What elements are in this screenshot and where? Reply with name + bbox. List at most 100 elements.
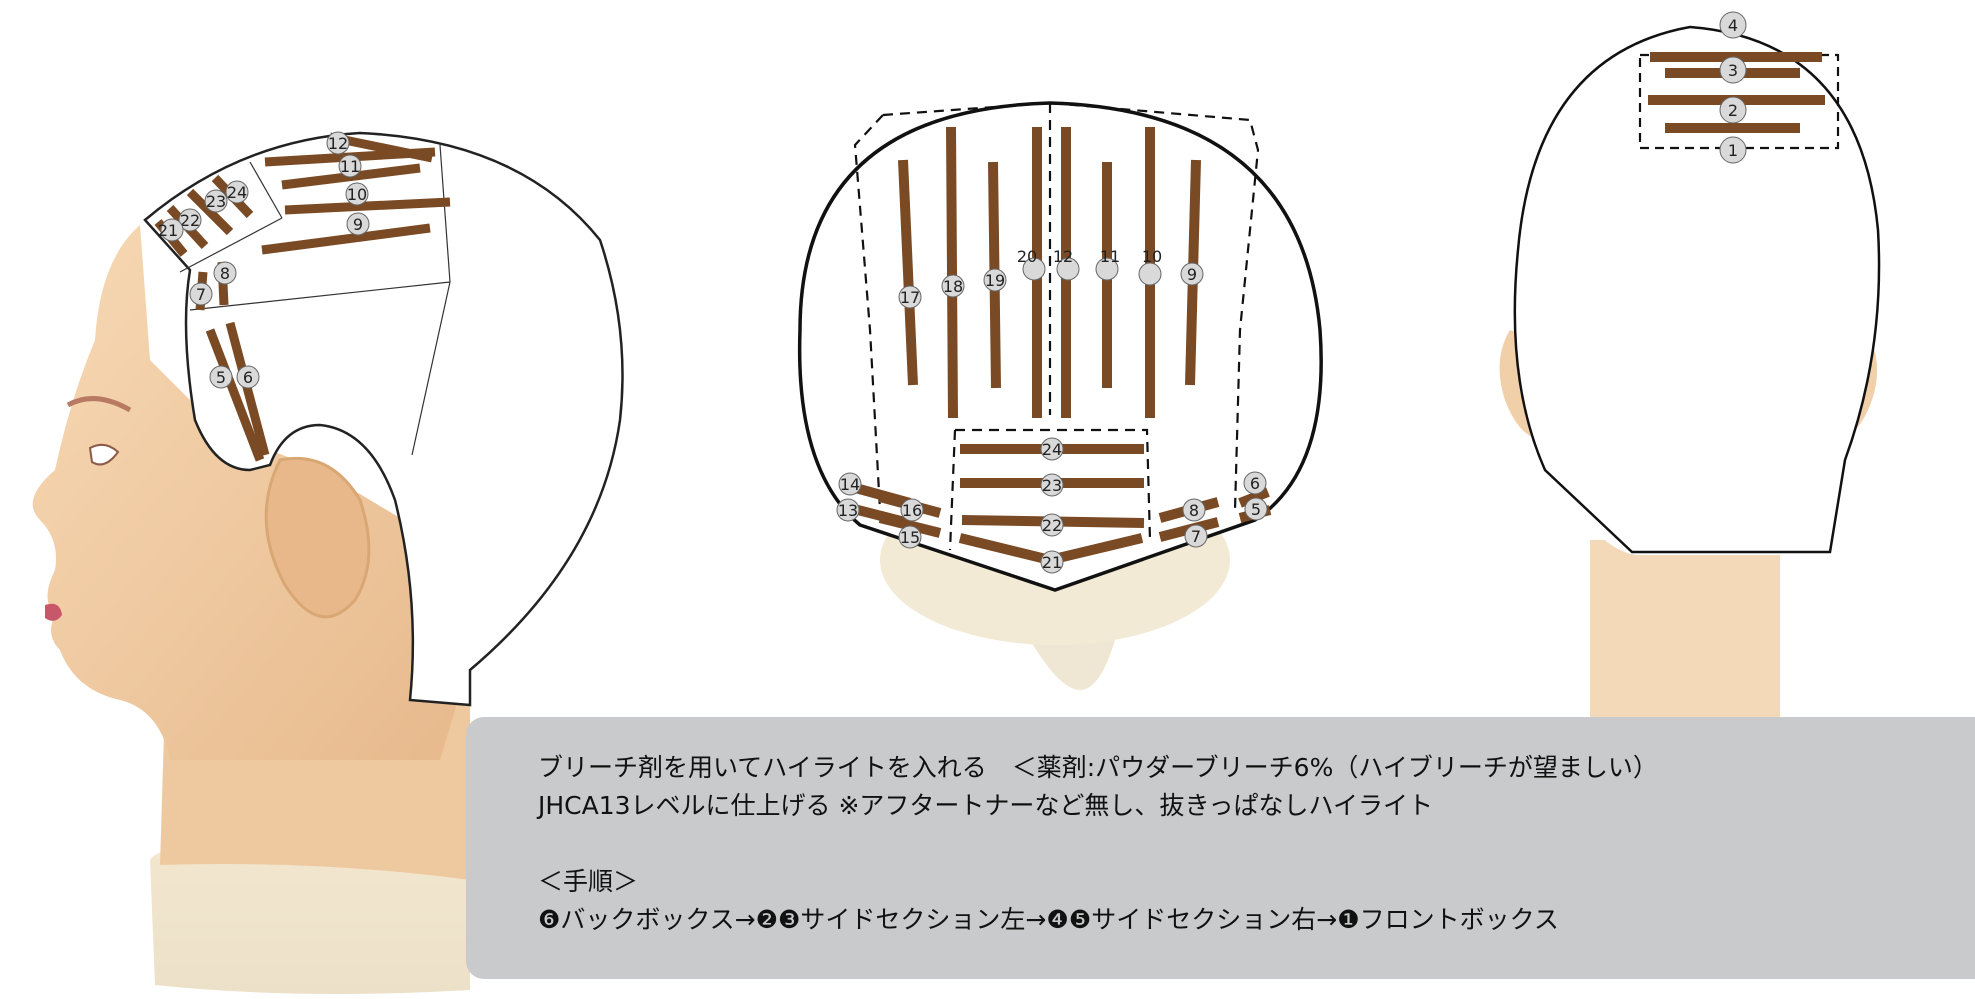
top-marker-5: 5 — [1244, 497, 1268, 521]
top-marker-label: 6 — [1250, 474, 1260, 493]
top-marker-label: 22 — [1042, 516, 1062, 535]
top-marker-label: 23 — [1042, 476, 1062, 495]
top-view-head — [797, 101, 1323, 690]
back-marker-label: 2 — [1728, 101, 1738, 120]
top-marker-16: 16 — [900, 498, 924, 522]
side-stripe-23 — [186, 188, 234, 236]
instructions-line-2: JHCA13レベルに仕上げる ※アフタートナーなど無し、抜きっぱなしハイライト — [538, 791, 1433, 820]
back-cap-outline — [1513, 25, 1881, 554]
back-marker-1: 1 — [1719, 136, 1747, 164]
side-marker-label: 12 — [328, 134, 348, 153]
back-marker-2: 2 — [1719, 96, 1747, 124]
back-marker-3: 3 — [1719, 56, 1747, 84]
top-marker-22: 22 — [1040, 513, 1064, 537]
top-marker-15: 15 — [898, 525, 922, 549]
side-ear — [264, 456, 371, 619]
side-marker-7: 7 — [189, 282, 213, 306]
top-marker-23: 23 — [1040, 473, 1064, 497]
side-marker-label: 11 — [340, 157, 360, 176]
top-stripe-21b — [1048, 533, 1144, 565]
instructions-spacer — [538, 825, 1658, 863]
side-marker-8: 8 — [213, 261, 237, 285]
top-marker-label: 15 — [900, 528, 920, 547]
side-eye — [88, 443, 120, 466]
side-marker-24: 24 — [225, 180, 249, 204]
top-marker-label: 14 — [840, 475, 860, 494]
top-marker-10: 10 — [1138, 247, 1162, 286]
side-cap — [143, 131, 624, 707]
side-marker-label: 10 — [347, 185, 367, 204]
top-markers: 17 18 19 20 12 11 10 9 24 23 22 21 14 13… — [836, 247, 1268, 574]
side-section-line — [411, 281, 451, 456]
top-marker-20: 20 — [1017, 247, 1046, 281]
side-marker-label: 6 — [243, 368, 253, 387]
side-marker-21: 21 — [158, 218, 184, 242]
side-lips — [45, 603, 62, 621]
top-marker-18: 18 — [941, 274, 965, 298]
side-section-line — [439, 144, 451, 283]
top-marker-label: 10 — [1142, 247, 1162, 266]
side-marker-10: 10 — [345, 182, 369, 206]
top-marker-label: 12 — [1053, 247, 1073, 266]
top-marker-label: 7 — [1191, 527, 1201, 546]
top-marker-13: 13 — [836, 498, 860, 522]
instructions-text: ブリーチ剤を用いてハイライトを入れる ＜薬剤:パウダーブリーチ6%（ハイブリーチ… — [538, 749, 1658, 939]
top-stripe-21a — [958, 533, 1052, 565]
top-front-box — [948, 428, 1152, 551]
side-markers: 12 11 10 9 24 23 22 21 8 7 5 6 — [158, 131, 370, 389]
top-marker-label: 13 — [838, 501, 858, 520]
side-marker-9: 9 — [346, 212, 370, 236]
instructions-panel: ブリーチ剤を用いてハイライトを入れる ＜薬剤:パウダーブリーチ6%（ハイブリーチ… — [466, 717, 1975, 979]
side-marker-label: 8 — [220, 264, 230, 283]
side-stripe-6 — [225, 321, 270, 457]
top-back-box — [853, 101, 1260, 511]
side-stripe-9 — [261, 223, 431, 255]
top-stripe-6 — [1238, 487, 1270, 508]
side-marker-11: 11 — [338, 154, 362, 178]
side-face — [32, 225, 471, 760]
side-eyebrow — [66, 396, 132, 413]
side-marker-5: 5 — [209, 365, 233, 389]
top-marker-19: 19 — [983, 268, 1007, 292]
side-collar — [150, 844, 470, 994]
side-view-head — [32, 131, 624, 994]
top-stripe-17 — [898, 159, 918, 386]
side-section-line — [179, 217, 283, 273]
top-marker-label: 16 — [902, 501, 922, 520]
top-marker-7: 7 — [1184, 524, 1208, 548]
top-stripe-18 — [946, 126, 958, 419]
side-marker-23: 23 — [204, 189, 228, 213]
instructions-line-1: ブリーチ剤を用いてハイライトを入れる ＜薬剤:パウダーブリーチ6%（ハイブリーチ… — [538, 753, 1658, 782]
top-marker-12: 12 — [1053, 247, 1080, 281]
side-marker-label: 22 — [180, 211, 200, 230]
top-marker-17: 17 — [898, 285, 922, 309]
top-marker-6: 6 — [1243, 471, 1267, 495]
top-marker-label: 24 — [1042, 440, 1062, 459]
back-marker-label: 1 — [1728, 141, 1738, 160]
side-marker-label: 21 — [158, 221, 178, 240]
top-marker-label: 8 — [1189, 501, 1199, 520]
top-marker-label: 11 — [1100, 247, 1120, 266]
back-marker-4: 4 — [1719, 11, 1747, 39]
side-marker-label: 23 — [206, 192, 226, 211]
side-marker-6: 6 — [236, 365, 260, 389]
top-marker-24: 24 — [1040, 437, 1064, 461]
back-marker-label: 3 — [1728, 61, 1738, 80]
top-marker-label: 20 — [1017, 247, 1037, 266]
back-marker-label: 4 — [1728, 16, 1738, 35]
procedure-heading: ＜手順＞ — [538, 867, 639, 896]
top-marker-8: 8 — [1182, 498, 1206, 522]
back-view-head — [1499, 25, 1881, 725]
top-marker-label: 19 — [985, 271, 1005, 290]
top-marker-11: 11 — [1095, 247, 1120, 281]
side-marker-22: 22 — [178, 208, 202, 232]
side-stripe-10 — [284, 197, 451, 215]
top-marker-label: 9 — [1187, 265, 1197, 284]
side-marker-label: 9 — [353, 215, 363, 234]
top-marker-label: 21 — [1042, 553, 1062, 572]
back-markers: 4 3 2 1 — [1719, 11, 1747, 164]
procedure-steps: ❻バックボックス→❷❸サイドセクション左→❹❺サイドセクション右→❶フロントボッ… — [538, 905, 1559, 934]
top-marker-label: 18 — [943, 277, 963, 296]
back-neck — [1590, 540, 1780, 725]
side-marker-label: 7 — [196, 285, 206, 304]
